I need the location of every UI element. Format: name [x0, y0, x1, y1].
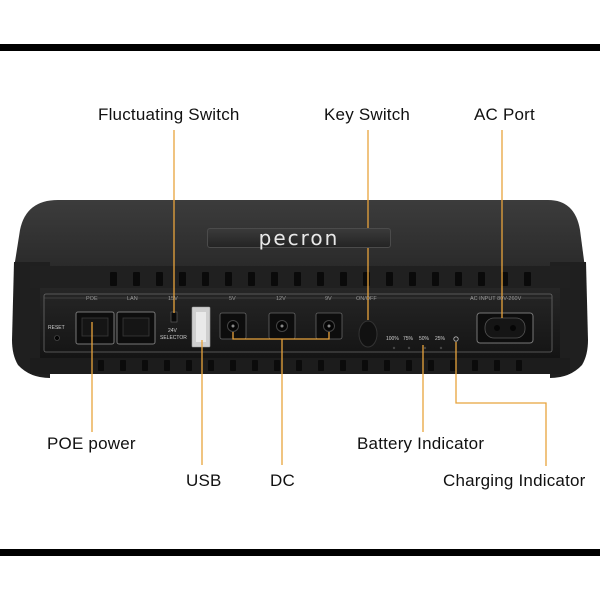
battery-level-25: 25% [435, 336, 446, 342]
port-frame [43, 293, 553, 353]
panel-label-9v: 9V [325, 296, 332, 302]
label-fluctuating-switch: Fluctuating Switch [98, 105, 240, 124]
vent-slots [110, 272, 531, 286]
leader-lines [91, 130, 547, 466]
label-key-switch: Key Switch [324, 105, 411, 124]
panel-label-reset: RESET [48, 325, 65, 331]
battery-level-100: 100% [386, 336, 399, 342]
battery-level-75: 75% [403, 336, 414, 342]
panel-label-ac-input: AC INPUT 80V-260V [470, 296, 522, 302]
panel-label-poe: POE [86, 296, 98, 302]
label-usb: USB [186, 471, 222, 490]
power-button [358, 320, 378, 348]
panel-label-15v: 15V [168, 296, 178, 302]
label-poe-power: POE power [47, 434, 136, 453]
panel-label-5v: 5V [229, 296, 236, 302]
label-battery-indicator: Battery Indicator [357, 434, 485, 453]
label-charging-indicator: Charging Indicator [443, 471, 586, 490]
battery-level-50: 50% [419, 336, 430, 342]
reset-pinhole [54, 335, 60, 341]
battery-indicator-leds [392, 346, 443, 350]
top-border-bar [0, 44, 600, 51]
brand-logo: pecron [258, 226, 340, 250]
panel-label-on-off: ON/OFF [356, 296, 377, 302]
label-ac-port: AC Port [474, 105, 535, 124]
panel-label-12v: 12V [276, 296, 286, 302]
charging-indicator-led [453, 336, 459, 342]
label-dc: DC [270, 471, 295, 490]
panel-label-lan: LAN [127, 296, 138, 302]
panel-label-selector: SELECTOR [160, 335, 187, 341]
fluctuating-switch [170, 311, 178, 323]
brand-logo-plate: pecron [207, 228, 391, 248]
bottom-border-bar [0, 549, 600, 556]
bottom-vent-slots [98, 360, 522, 371]
panel-label-24v: 24V [168, 328, 177, 334]
